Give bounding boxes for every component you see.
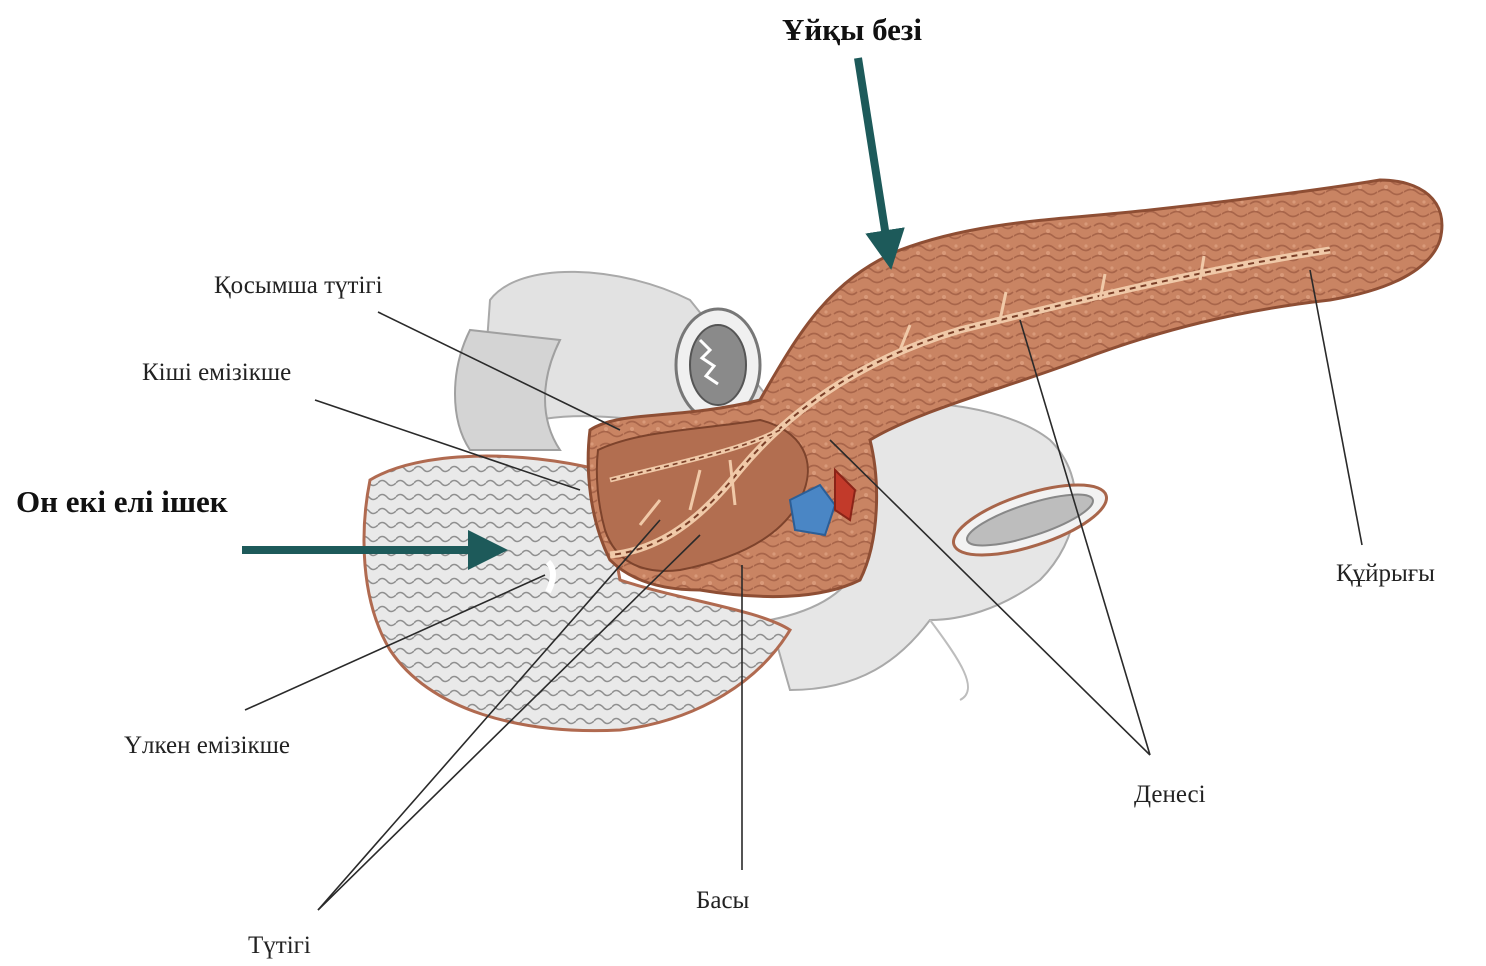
label-duct: Түтігі — [248, 933, 311, 958]
label-accessory-duct: Қосымша түтігі — [214, 273, 383, 298]
label-body: Денесі — [1134, 782, 1206, 807]
label-major-papilla: Үлкен емізікше — [124, 733, 290, 758]
label-tail: Құйрығы — [1336, 561, 1435, 586]
label-minor-papilla: Кіші емізікше — [142, 360, 291, 385]
label-pancreas: Ұйқы безі — [782, 14, 922, 45]
label-duodenum: Он екі елі ішек — [16, 486, 228, 517]
label-head: Басы — [696, 888, 749, 913]
leader-tail — [1310, 270, 1362, 545]
pancreas-arrow — [858, 58, 890, 262]
